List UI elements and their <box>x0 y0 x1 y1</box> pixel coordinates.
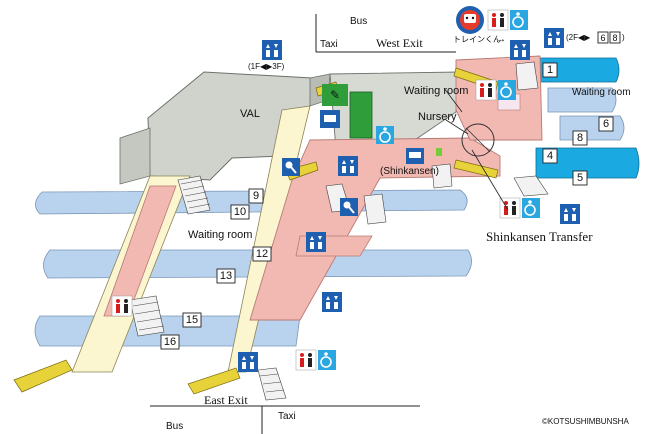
track-number-10: 10 <box>230 204 250 220</box>
track-number-6: 6 <box>598 116 614 132</box>
track-number-5: 5 <box>572 170 588 186</box>
top-taxi-label: Taxi <box>320 39 338 50</box>
svg-text:15: 15 <box>186 314 198 326</box>
track-number-4: 4 <box>542 148 558 164</box>
ticket-gate-icon <box>320 110 340 128</box>
track-number-8: 8 <box>572 130 588 146</box>
track-number-13: 13 <box>216 268 236 284</box>
east-exit-label: East Exit <box>204 393 248 407</box>
toilet-icon <box>487 9 509 31</box>
track-number-9: 9 <box>248 188 264 204</box>
svg-text:): ) <box>622 33 625 42</box>
svg-text:8: 8 <box>577 132 583 144</box>
accessible-icon <box>376 126 394 144</box>
waiting-room-left-label: Waiting room <box>188 229 252 241</box>
elevator-icon <box>262 40 282 60</box>
floor-note-left: (1F◀▶3F) <box>248 62 285 71</box>
track-number-12: 12 <box>252 246 272 262</box>
accessible-icon <box>318 350 336 370</box>
platform-4-5 <box>535 147 640 179</box>
svg-text:4: 4 <box>547 150 553 162</box>
floor-note-right: (2F◀▶ <box>566 33 591 42</box>
track-numbers: 1 4 5 6 8 9 10 12 13 15 16 <box>160 62 614 350</box>
elevator-icon <box>306 232 326 252</box>
escalators <box>13 67 499 395</box>
svg-text:✎: ✎ <box>330 88 340 102</box>
shinkansen-transfer-gate <box>461 123 495 157</box>
stairs-icon <box>177 175 211 215</box>
svg-text:9: 9 <box>253 190 259 202</box>
svg-text:1: 1 <box>547 64 553 76</box>
nursery-label: Nursery <box>418 111 457 123</box>
shinkansen-transfer-label: Shinkansen Transfer <box>486 229 593 244</box>
elevator-icon <box>338 156 358 176</box>
val-label: VAL <box>240 108 260 120</box>
escalator-icon <box>13 359 73 393</box>
track-number-16: 16 <box>160 334 180 350</box>
svg-text:12: 12 <box>256 248 268 260</box>
locker-icon <box>282 158 300 176</box>
waiting-room-right-label: Waiting room <box>572 87 631 98</box>
platform-6-8 <box>559 115 625 141</box>
track-number-15: 15 <box>182 312 202 328</box>
svg-text:6: 6 <box>603 118 609 130</box>
copyright: ©KOTSUSHIMBUNSHA <box>542 417 629 426</box>
west-exit-label: West Exit <box>376 36 423 50</box>
accessible-icon <box>498 80 516 100</box>
svg-text:13: 13 <box>220 270 232 282</box>
accessible-icon <box>510 10 528 30</box>
waiting-room-upper-label: Waiting room <box>404 85 468 97</box>
platform-waiting-right <box>547 87 617 113</box>
east-exit-road <box>150 405 420 434</box>
elevator-icon <box>544 28 564 48</box>
shinkansen-label: (Shinkansen) <box>380 166 439 177</box>
svg-text:10: 10 <box>234 206 246 218</box>
floor-note-right-boxes: 6 8 <box>597 31 621 44</box>
mascot-text: トレインくん <box>453 35 501 44</box>
elevators <box>238 28 580 372</box>
accessible-icon <box>522 198 540 218</box>
west-exit-road <box>315 14 456 53</box>
svg-text:6: 6 <box>600 33 605 43</box>
elevator-icon <box>510 40 530 60</box>
toilet-icon <box>295 349 317 371</box>
toilets <box>111 9 540 371</box>
top-bus-label: Bus <box>350 16 367 27</box>
mascot-icon <box>456 6 484 34</box>
svg-text:5: 5 <box>577 172 583 184</box>
elevator-icon <box>560 204 580 224</box>
elevator-icon <box>238 352 258 372</box>
bottom-taxi-label: Taxi <box>278 411 296 422</box>
track-number-1: 1 <box>542 62 558 78</box>
bottom-bus-label: Bus <box>166 421 183 432</box>
toilet-icon <box>475 79 497 101</box>
toilet-icon <box>111 295 133 317</box>
stairs <box>129 61 549 401</box>
top-arrow: → <box>496 34 506 45</box>
toilet-icon <box>499 197 521 219</box>
svg-text:8: 8 <box>612 33 617 43</box>
svg-text:16: 16 <box>164 336 176 348</box>
nursery-green <box>349 91 373 139</box>
elevator-icon <box>322 292 342 312</box>
